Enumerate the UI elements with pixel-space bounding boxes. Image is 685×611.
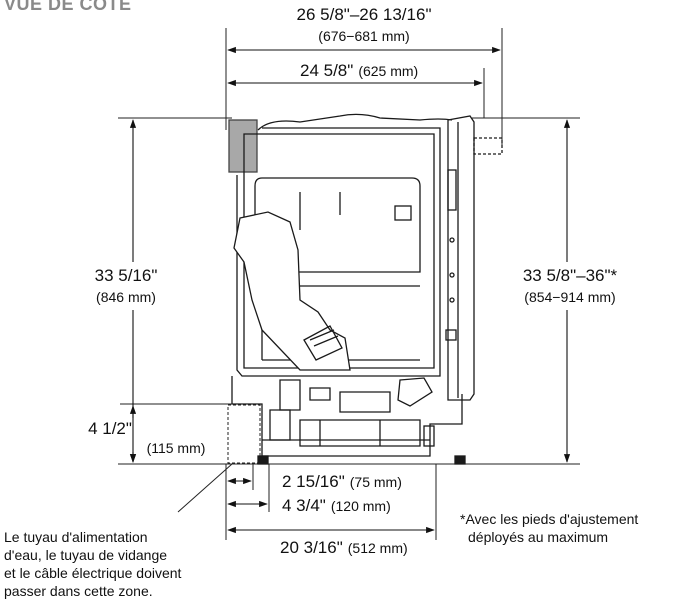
dim-height-right: 33 5/8"–36"* (854−914 mm) (523, 266, 618, 305)
dim-75-sub: (75 mm) (350, 474, 402, 490)
svg-text:2 15/16"(75 mm): 2 15/16" (75 mm) (282, 472, 402, 491)
view-title: VUE DE COTE (4, 0, 132, 14)
svg-text:20 3/16"(512 mm): 20 3/16" (512 mm) (280, 538, 408, 557)
dim-utility-height-sub: (115 mm) (147, 440, 206, 456)
utility-zone-note: Le tuyau d'alimentation d'eau, le tuyau … (4, 528, 181, 600)
utility-zone-note-line: passer dans cette zone. (4, 583, 153, 599)
dim-height-right-sub: (854−914 mm) (524, 289, 615, 305)
dim-height-right-main: 33 5/8"–36"* (523, 266, 618, 285)
utility-zone-note-line: d'eau, le tuyau de vidange (4, 547, 168, 563)
dim-120-main: 4 3/4" (282, 496, 326, 515)
dim-cabinet-depth-sub: (625 mm) (358, 63, 418, 79)
dim-120: 4 3/4" (120 mm) (282, 496, 391, 515)
dim-overall-depth: 26 5/8"–26 13/16" (676−681 mm) (297, 5, 432, 44)
dim-120-sub: (120 mm) (331, 498, 391, 514)
utility-zone-note-line: Le tuyau d'alimentation (4, 529, 148, 545)
dim-overall-depth-main: 26 5/8"–26 13/16" (297, 5, 432, 24)
lower-ref-ticks (225, 464, 437, 540)
dim-cabinet-depth-main: 24 5/8" (300, 61, 353, 80)
svg-text:4 3/4"(120 mm): 4 3/4" (120 mm) (282, 496, 391, 515)
dim-utility-height-main: 4 1/2" (88, 419, 132, 438)
dim-75: 2 15/16" (75 mm) (282, 472, 402, 491)
dim-height-left-sub: (846 mm) (96, 289, 156, 305)
dimension-lines (129, 46, 571, 534)
dim-overall-depth-sub: (676−681 mm) (318, 28, 409, 44)
utility-zone (227, 404, 261, 464)
footnote-line: déployés au maximum (468, 529, 609, 545)
dishwasher-body (228, 113, 503, 465)
footnote-line: *Avec les pieds d'ajustement (460, 511, 639, 527)
footnote: *Avec les pieds d'ajustement déployés au… (460, 510, 638, 546)
dim-75-main: 2 15/16" (282, 472, 345, 491)
dim-cabinet-depth: 24 5/8" (625 mm) (300, 61, 418, 80)
dim-utility-height: 4 1/2" (115 mm) (88, 419, 205, 456)
utility-zone-leader (177, 463, 233, 513)
utility-zone-note-line: et le câble électrique doivent (4, 565, 182, 581)
dim-512-main: 20 3/16" (280, 538, 343, 557)
extension-lines (118, 28, 580, 465)
dim-height-left: 33 5/16" (846 mm) (95, 266, 158, 305)
svg-text:24 5/8"(625 mm): 24 5/8" (625 mm) (300, 61, 418, 80)
dim-512-sub: (512 mm) (348, 540, 408, 556)
dim-512: 20 3/16" (512 mm) (280, 538, 408, 557)
dim-height-left-main: 33 5/16" (95, 266, 158, 285)
